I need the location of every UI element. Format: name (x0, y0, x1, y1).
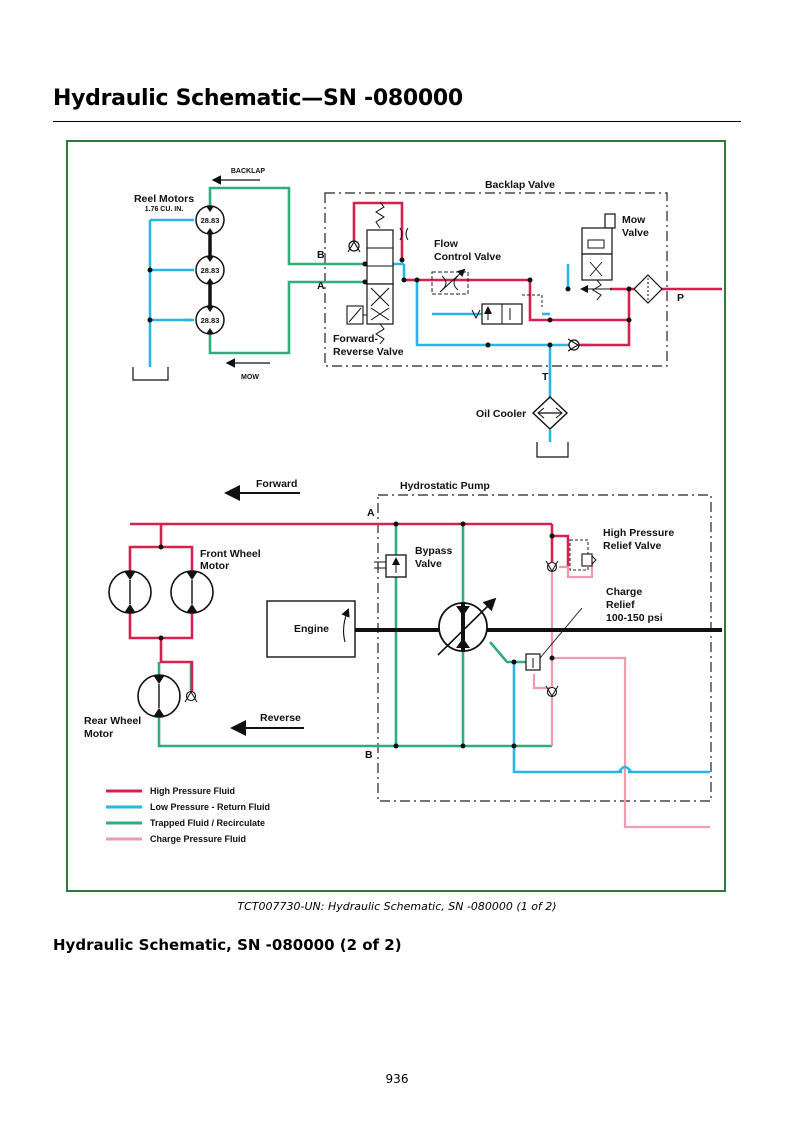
rear-wheel-motor-label-1: Rear Wheel (84, 715, 141, 727)
engine-label: Engine (294, 623, 329, 635)
reservoir-left-icon (132, 367, 169, 381)
mow-valve-icon (580, 213, 616, 301)
junction-dots-top (147, 257, 632, 348)
line-crossover (617, 765, 633, 773)
reservoir-cooler-icon (536, 442, 569, 458)
high-pressure-relief-label-1: High Pressure (603, 527, 674, 539)
forward-label: Forward (256, 478, 297, 490)
backlap-arrow-label: BACKLAP (231, 168, 266, 175)
reel-motor-1-value: 28.83 (201, 216, 220, 225)
forward-reverse-label-2: Reverse Valve (333, 346, 404, 358)
return-check-valve-icon (567, 338, 580, 352)
section-subheading: Hydraulic Schematic, SN -080000 (2 of 2) (53, 936, 402, 954)
figure-caption: TCT007730-UN: Hydraulic Schematic, SN -0… (237, 900, 557, 913)
pump-port-a-label: A (367, 507, 375, 519)
engine-block (266, 600, 356, 658)
flow-control-label-2: Control Valve (434, 251, 501, 263)
reel-motor-2-value: 28.83 (201, 266, 220, 275)
reel-motors-displacement: 1.76 CU. IN. (145, 206, 184, 213)
bypass-valve-icon (374, 554, 407, 578)
page-number: 936 (385, 1072, 409, 1086)
oil-cooler-label: Oil Cooler (476, 408, 526, 420)
legend-label-high: High Pressure Fluid (150, 786, 235, 796)
front-wheel-motor-label-2: Motor (200, 560, 229, 572)
schematic-figure: 28.83 28.83 28.83 (66, 140, 726, 892)
high-pressure-relief-label-2: Relief Valve (603, 540, 662, 552)
port-p-label: P (677, 292, 684, 304)
port-a-label: A (317, 280, 325, 292)
charge-relief-label-1: Charge (606, 586, 642, 598)
reverse-label: Reverse (260, 712, 301, 724)
compensator-valve-icon (471, 294, 543, 325)
charge-relief-valve-icon (525, 607, 583, 698)
high-pressure-relief-valve-icon (545, 539, 597, 573)
legend-label-low: Low Pressure - Return Fluid (150, 802, 270, 812)
legend-label-charge: Charge Pressure Fluid (150, 834, 246, 844)
backlap-valve-boundary (324, 192, 668, 367)
orifice-icon (399, 227, 409, 241)
low-pressure-lines (148, 218, 710, 774)
legend-label-trapped: Trapped Fluid / Recirculate (150, 818, 265, 828)
title-rule (53, 121, 741, 122)
hydrostatic-pump-label: Hydrostatic Pump (400, 480, 490, 492)
oil-cooler-icon (531, 396, 569, 430)
pump-port-b-label: B (365, 749, 373, 761)
reel-motors: 28.83 28.83 28.83 (195, 205, 225, 335)
backlap-check-valve-icon (347, 240, 361, 253)
filter-icon (633, 274, 663, 304)
mow-arrow-label: MOW (241, 374, 259, 381)
hydrostatic-pump-icon (437, 597, 497, 656)
bypass-valve-label-2: Valve (415, 558, 442, 570)
reel-motors-title: Reel Motors (134, 193, 194, 205)
page-title: Hydraulic Schematic—SN -080000 (53, 86, 463, 111)
front-wheel-motor-icon (108, 570, 214, 614)
bypass-valve-label-1: Bypass (415, 545, 453, 557)
front-wheel-motor-label-1: Front Wheel (200, 548, 261, 560)
flow-control-valve-icon (431, 268, 469, 295)
mow-valve-label-1: Mow (622, 214, 646, 226)
junction-dots-bottom (158, 521, 555, 749)
reel-motor-3-value: 28.83 (201, 316, 220, 325)
forward-reverse-valve-icon (346, 201, 394, 345)
flow-control-label-1: Flow (434, 238, 459, 250)
rear-wheel-motor-label-2: Motor (84, 728, 113, 740)
mow-valve-label-2: Valve (622, 227, 649, 239)
port-t-label: T (542, 371, 549, 383)
backlap-valve-label: Backlap Valve (485, 179, 555, 191)
rear-wheel-motor-icon (137, 674, 198, 718)
legend: High Pressure Fluid Low Pressure - Retur… (106, 786, 270, 844)
charge-relief-label-2: Relief (606, 599, 635, 611)
hydrostatic-pump-boundary (377, 494, 712, 802)
forward-reverse-label-1: Forward- (333, 333, 378, 345)
charge-relief-label-3: 100-150 psi (606, 612, 663, 624)
port-b-label: B (317, 249, 325, 261)
hydraulic-schematic: 28.83 28.83 28.83 (84, 168, 722, 844)
